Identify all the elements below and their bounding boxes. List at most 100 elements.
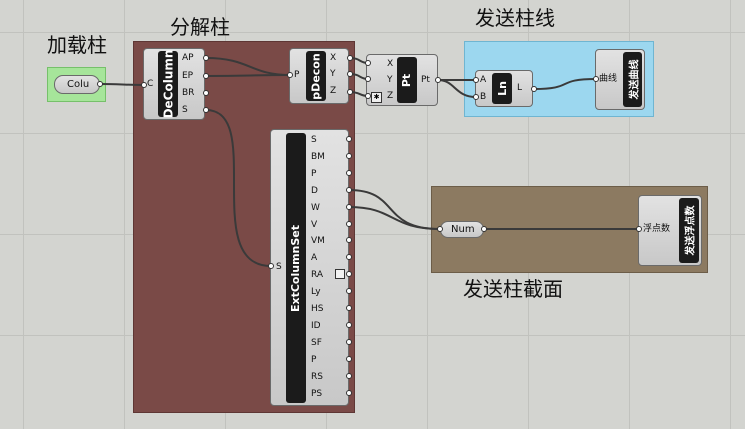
decolumn-output-s: S [182, 105, 188, 115]
port-pin[interactable] [346, 305, 352, 311]
port-pin[interactable] [481, 226, 487, 232]
ln-component[interactable]: A B Ln L [475, 70, 533, 107]
pdecon-input-p: P [294, 70, 300, 80]
pt-bar: Pt [397, 57, 417, 103]
port-pin[interactable] [346, 152, 352, 159]
port-pin[interactable] [346, 338, 352, 345]
port-pin[interactable] [437, 226, 443, 232]
wire-pt-lnb [437, 79, 477, 98]
port-pin[interactable] [346, 288, 352, 295]
port-pin[interactable] [347, 55, 353, 61]
ln-input-b: B [480, 92, 487, 102]
port-pin[interactable] [346, 389, 352, 396]
port-pin[interactable] [346, 169, 352, 176]
group-title-decompose: 分解柱 [170, 15, 230, 39]
pt-input-y: Y [387, 75, 393, 85]
port-pin[interactable] [141, 82, 147, 88]
port-pin[interactable] [346, 237, 352, 244]
ln-output-l: L [517, 83, 523, 93]
extcolumnset-output-bm-1: BM [311, 151, 325, 162]
port-pin[interactable] [346, 321, 352, 328]
extcolumnset-bar: ExtColumnSet [286, 133, 306, 403]
num-param[interactable]: Num [440, 221, 484, 238]
send-curve-component[interactable]: 曲线 发送曲线 [595, 49, 645, 110]
extcolumnset-output-ps-15: PS [311, 388, 323, 399]
pt-output: Pt [421, 75, 430, 85]
port-pin[interactable] [365, 60, 371, 66]
port-pin[interactable] [365, 76, 371, 82]
pdecon-output-x: X [330, 53, 337, 63]
send-curve-input: 曲线 [599, 74, 618, 84]
extcolumnset-output-hs-10: HS [311, 304, 324, 314]
wire-s-extcolumnset [205, 109, 272, 267]
extcolumnset-output-vm-6: VM [311, 236, 325, 247]
decolumn-output-br: BR [182, 88, 195, 98]
port-pin[interactable] [346, 220, 352, 227]
port-pin[interactable] [473, 77, 479, 83]
extcolumnset-output-p-13: P [311, 354, 317, 365]
port-pin[interactable] [346, 355, 352, 362]
wire-colu-decolumn [99, 83, 145, 86]
pt-expression-icon: ✱ [371, 92, 382, 103]
pt-component[interactable]: X Y Z ✱ Pt Pt [366, 54, 438, 106]
port-pin[interactable] [347, 71, 353, 77]
port-pin[interactable] [473, 94, 479, 100]
port-pin[interactable] [346, 254, 352, 261]
port-pin[interactable] [346, 186, 352, 193]
port-pin[interactable] [203, 55, 209, 61]
send-float-bar: 发送浮点数 [679, 198, 699, 263]
extcolumnset-output-ly-9: Ly [311, 287, 321, 298]
port-pin[interactable] [203, 107, 209, 113]
port-pin[interactable] [347, 89, 353, 95]
extcolumnset-input-s: S [276, 262, 282, 272]
port-pin[interactable] [593, 76, 599, 82]
group-title-send-section: 发送柱截面 [463, 277, 563, 301]
port-pin[interactable] [636, 226, 642, 232]
port-pin[interactable] [97, 81, 103, 87]
wire-ap-pdecon [205, 57, 291, 76]
send-float-component[interactable]: 浮点数 发送浮点数 [638, 195, 702, 266]
decolumn-bar: DeColumn [158, 50, 178, 118]
port-pin[interactable] [268, 263, 274, 269]
extcolumnset-output-p-2: P [311, 168, 317, 179]
extcolumnset-output-sf-12: SF [311, 337, 322, 348]
pdecon-output-z: Z [330, 86, 337, 96]
wire-ep-pdecon [205, 74, 291, 77]
port-pin[interactable] [346, 136, 352, 142]
colu-param[interactable]: Colu [54, 75, 100, 94]
extcolumnset-ra-marker [335, 269, 345, 279]
extcolumnset-output-ra-8: RA [311, 270, 324, 281]
pdecon-component[interactable]: P pDecon X Y Z [289, 48, 349, 104]
send-float-input: 浮点数 [643, 224, 671, 234]
decolumn-component[interactable]: C DeColumn AP EP BR S [143, 48, 205, 120]
port-pin[interactable] [346, 372, 352, 379]
port-pin[interactable] [365, 93, 371, 99]
port-pin[interactable] [203, 73, 209, 79]
wire-ln-sendcurve [533, 78, 597, 90]
extcolumnset-output-s-0: S [311, 135, 317, 145]
port-pin[interactable] [531, 86, 537, 92]
extcolumnset-output-a-7: A [311, 253, 318, 264]
port-pin[interactable] [346, 203, 352, 210]
port-pin[interactable] [346, 271, 352, 278]
decolumn-output-ap: AP [182, 53, 194, 63]
extcolumnset-output-id-11: ID [311, 320, 321, 331]
port-pin[interactable] [287, 72, 293, 78]
ln-bar: Ln [492, 73, 512, 104]
pt-input-z: Z [387, 91, 394, 101]
extcolumnset-output-v-5: V [311, 219, 318, 230]
port-pin[interactable] [203, 90, 209, 96]
group-title-send-line: 发送柱线 [475, 6, 555, 30]
ln-input-a: A [480, 75, 487, 85]
pdecon-output-y: Y [330, 69, 336, 79]
colu-label: Colu [67, 79, 90, 90]
wire-d-num [348, 189, 441, 230]
num-label: Num [451, 224, 475, 235]
group-title-column-input: 加载柱 [47, 33, 107, 57]
decolumn-input-c: C [147, 79, 154, 89]
pdecon-bar: pDecon [306, 51, 326, 101]
send-curve-bar: 发送曲线 [623, 52, 642, 107]
port-pin[interactable] [435, 77, 441, 83]
